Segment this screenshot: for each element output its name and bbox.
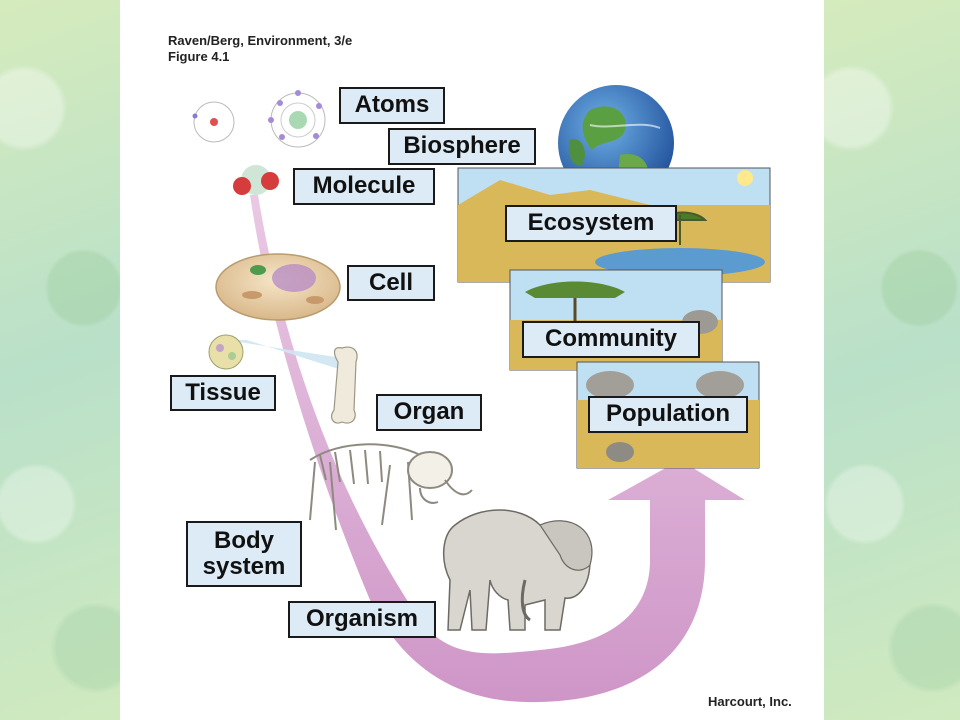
- label-organ: Organ: [376, 394, 482, 431]
- elephant-icon: [443, 509, 593, 631]
- figure-title: Raven/Berg, Environment, 3/e: [168, 33, 353, 48]
- label-tissue: Tissue: [170, 375, 276, 411]
- figure-number: Figure 4.1: [168, 49, 230, 64]
- publisher-credit: Harcourt, Inc.: [708, 694, 792, 709]
- label-atoms: Atoms: [339, 87, 445, 124]
- figure-panel: Raven/Berg, Environment, 3/e Figure 4.1: [120, 0, 824, 720]
- atom-icon: [192, 90, 326, 148]
- label-molecule: Molecule: [293, 168, 435, 205]
- label-community: Community: [522, 321, 700, 358]
- right-background-texture: [824, 0, 960, 720]
- label-cell: Cell: [347, 265, 435, 301]
- label-organism: Organism: [288, 601, 436, 638]
- label-ecosystem: Ecosystem: [505, 205, 677, 242]
- molecule-icon: [233, 165, 279, 195]
- label-biosphere: Biosphere: [388, 128, 536, 165]
- label-body-system-line1: Body: [214, 526, 274, 554]
- hierarchy-illustration: [192, 85, 771, 703]
- label-body-system-line2: system: [202, 553, 286, 580]
- label-body-system: Body system: [186, 521, 302, 587]
- tissue-icon: [208, 334, 342, 370]
- skeleton-icon: [309, 443, 473, 531]
- left-background-texture: [0, 0, 120, 720]
- figure-caption: Raven/Berg, Environment, 3/e Figure 4.1: [168, 33, 352, 65]
- cell-icon: [215, 253, 341, 321]
- label-population: Population: [588, 396, 748, 433]
- bone-icon: [330, 346, 358, 424]
- hierarchy-arrow: [250, 195, 745, 703]
